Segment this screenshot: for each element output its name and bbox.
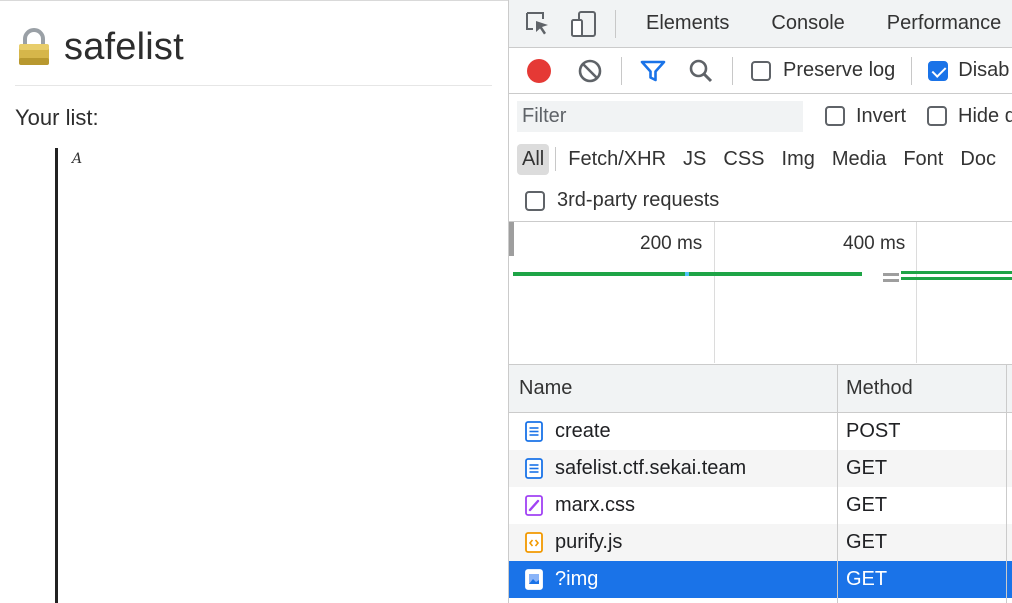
tab-performance[interactable]: Performance — [886, 12, 1002, 34]
filter-input[interactable] — [517, 101, 803, 132]
stylesheet-icon — [525, 495, 543, 516]
type-filter-fetch-xhr[interactable]: Fetch/XHR — [568, 147, 667, 170]
timeline-request-bar — [883, 273, 899, 276]
type-filter-img[interactable]: Img — [781, 147, 815, 170]
type-filter-css[interactable]: CSS — [723, 147, 765, 170]
disable-cache-checkbox[interactable] — [928, 60, 949, 81]
record-button[interactable] — [527, 58, 551, 83]
type-filter-media[interactable]: Media — [831, 147, 887, 170]
devtools-tab-bar: Elements Console Performance — [509, 0, 1012, 48]
preserve-log-checkbox[interactable] — [751, 60, 771, 81]
disable-cache-label[interactable]: Disab — [958, 59, 1010, 81]
request-method: GET — [846, 531, 888, 553]
column-header-method[interactable]: Method — [846, 377, 913, 399]
blockquote-bar — [55, 148, 58, 603]
table-header: Name Method — [509, 365, 1012, 413]
table-row[interactable]: safelist.ctf.sekai.team GET — [509, 450, 1012, 487]
column-divider[interactable] — [837, 365, 838, 603]
timeline-request-bar — [901, 277, 1012, 280]
request-method: GET — [846, 568, 888, 590]
search-icon[interactable] — [688, 58, 714, 84]
request-method: GET — [846, 494, 888, 516]
request-name: safelist.ctf.sekai.team — [555, 457, 747, 479]
timeline-request-bar — [883, 279, 899, 282]
document-icon — [525, 421, 543, 442]
hide-data-urls-label[interactable]: Hide d — [958, 105, 1012, 127]
document-icon — [525, 458, 543, 479]
toolbar-separator — [621, 56, 622, 85]
third-party-row: 3rd-party requests — [509, 180, 1012, 222]
type-filter-font[interactable]: Font — [903, 147, 944, 170]
network-toolbar: Preserve log Disab — [509, 48, 1012, 94]
list-heading: Your list: — [15, 105, 99, 130]
filter-row: Invert Hide d — [509, 94, 1012, 138]
toolbar-separator — [555, 147, 557, 171]
request-name: purify.js — [555, 531, 623, 553]
device-toolbar-icon[interactable] — [569, 9, 599, 39]
column-divider[interactable] — [1006, 365, 1007, 603]
divider — [15, 85, 492, 86]
devtools-panel: Elements Console Performance Preserve lo… — [508, 0, 1012, 603]
clear-icon[interactable] — [577, 58, 603, 84]
type-filter-all[interactable]: All — [517, 143, 550, 175]
invert-checkbox[interactable] — [825, 106, 845, 126]
timeline-request-bar — [901, 271, 1012, 274]
request-name: marx.css — [555, 494, 635, 516]
request-name: ?img — [555, 568, 599, 590]
request-name: create — [555, 420, 611, 442]
toolbar-separator — [615, 9, 616, 38]
page-title: safelist — [17, 25, 184, 69]
lock-icon — [17, 28, 51, 66]
timeline-request-tick — [685, 272, 689, 276]
resource-type-filters: All Fetch/XHR JS CSS Img Media Font Doc — [509, 138, 1012, 180]
hide-data-urls-checkbox[interactable] — [927, 106, 947, 126]
toolbar-separator — [911, 56, 913, 85]
preserve-log-label[interactable]: Preserve log — [783, 59, 896, 81]
filter-icon[interactable] — [640, 58, 666, 84]
timeline-tick-200: 200 ms — [640, 233, 703, 254]
timeline-gridline — [916, 222, 917, 363]
type-filter-doc[interactable]: Doc — [960, 147, 996, 170]
image-icon — [525, 569, 543, 590]
tab-console[interactable]: Console — [771, 12, 845, 34]
request-method: GET — [846, 457, 888, 479]
column-header-name[interactable]: Name — [519, 377, 573, 399]
timeline-tick-400: 400 ms — [843, 233, 906, 254]
requests-table: Name Method create POST safelist.ctf.sek… — [509, 365, 1012, 603]
third-party-label[interactable]: 3rd-party requests — [557, 189, 720, 211]
inspect-element-icon[interactable] — [523, 9, 553, 39]
list-item: A — [72, 151, 83, 167]
table-row[interactable]: create POST — [509, 413, 1012, 450]
table-row[interactable]: marx.css GET — [509, 487, 1012, 524]
request-method: POST — [846, 420, 901, 442]
network-overview-timeline[interactable]: 200 ms 400 ms — [509, 222, 1012, 365]
page-title-text: safelist — [64, 25, 184, 68]
invert-label[interactable]: Invert — [856, 105, 907, 127]
web-page: safelist Your list: A — [0, 0, 508, 603]
timeline-marker — [509, 222, 514, 256]
tab-elements[interactable]: Elements — [646, 12, 730, 34]
third-party-checkbox[interactable] — [525, 190, 545, 211]
table-row[interactable]: purify.js GET — [509, 524, 1012, 561]
type-filter-js[interactable]: JS — [683, 147, 707, 170]
timeline-gridline — [714, 222, 715, 363]
table-row-selected[interactable]: ?img GET — [509, 561, 1012, 598]
toolbar-separator — [732, 56, 733, 85]
script-icon — [525, 532, 543, 553]
